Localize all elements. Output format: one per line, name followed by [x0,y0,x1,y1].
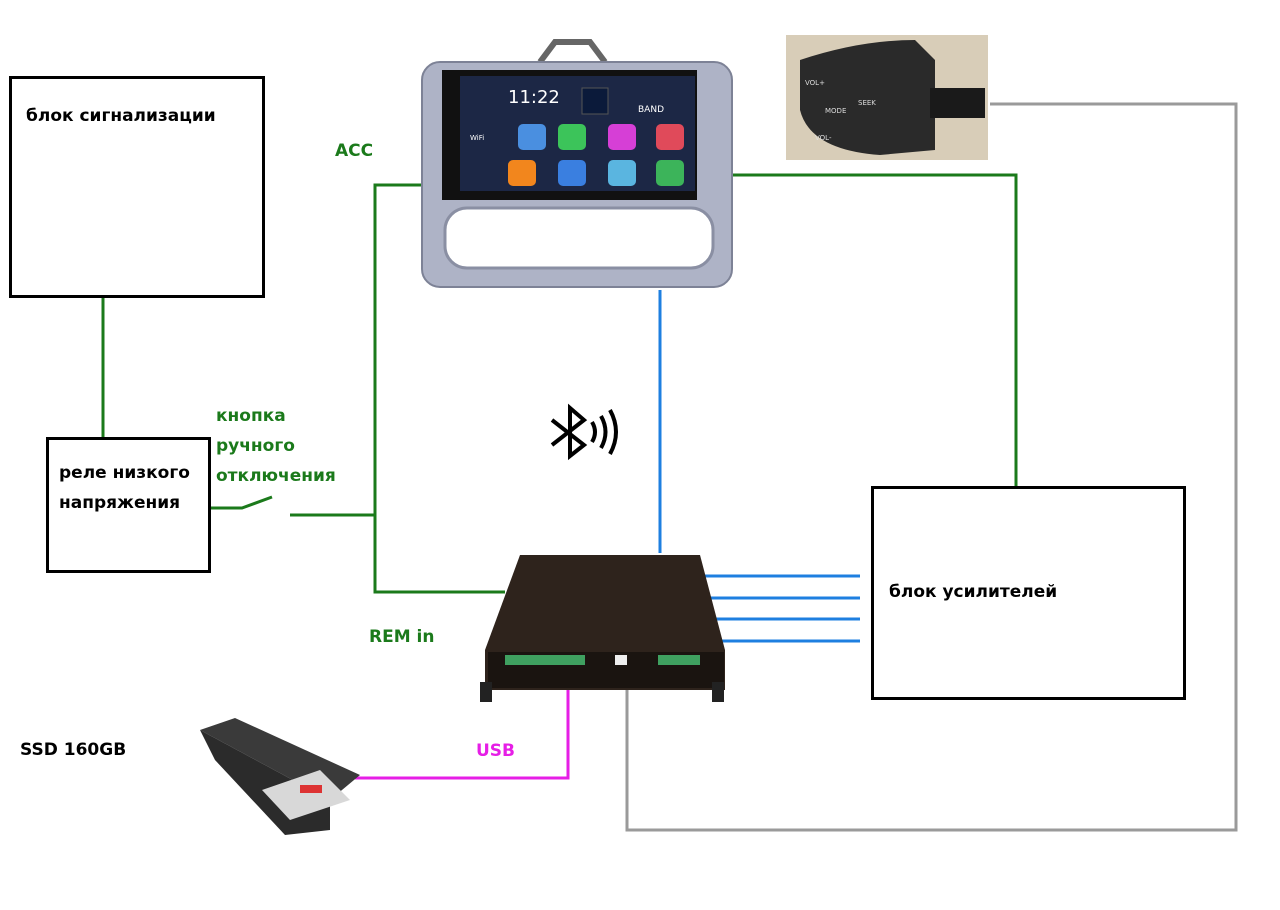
head-unit-image [421,39,733,288]
amplifier-unit-label: блок усилителей [889,582,1058,602]
steering-control-image [786,35,988,160]
usb-label: USB [476,741,516,761]
steering-dsp-wire [625,102,1238,832]
vol-up-label: VOL+ [805,79,825,87]
acc-label: ACC [335,141,374,161]
ssd-label: SSD 160GB [20,740,127,760]
seek-label: SEEK [858,99,876,107]
headunit-amp-wire [730,173,1018,487]
head-unit-band: BAND [638,105,664,115]
alarm-unit-label: блок сигнализации [26,106,216,126]
amplifier-unit-box: блок усилителей [871,486,1186,700]
manual-button-label: кнопка ручного отключения [216,406,336,486]
mode-label: MODE [825,107,846,115]
dsp-processor-image [480,555,725,702]
alarm-unit-box: блок сигнализации [9,76,265,298]
head-unit-time: 11:22 [508,87,560,108]
acc-rem-wire [373,183,505,594]
vol-down-label: VOL- [815,134,832,142]
head-unit-wifi: WiFi [470,134,484,142]
ssd-image [200,718,360,835]
rem-in-label: REM in [369,627,435,647]
relay-box: реле низкого напряжения [46,437,211,573]
bluetooth-icon [550,403,618,461]
relay-switch-wire [209,495,273,510]
relay-label: реле низкого напряжения [59,463,190,513]
usb-wire [355,690,570,780]
